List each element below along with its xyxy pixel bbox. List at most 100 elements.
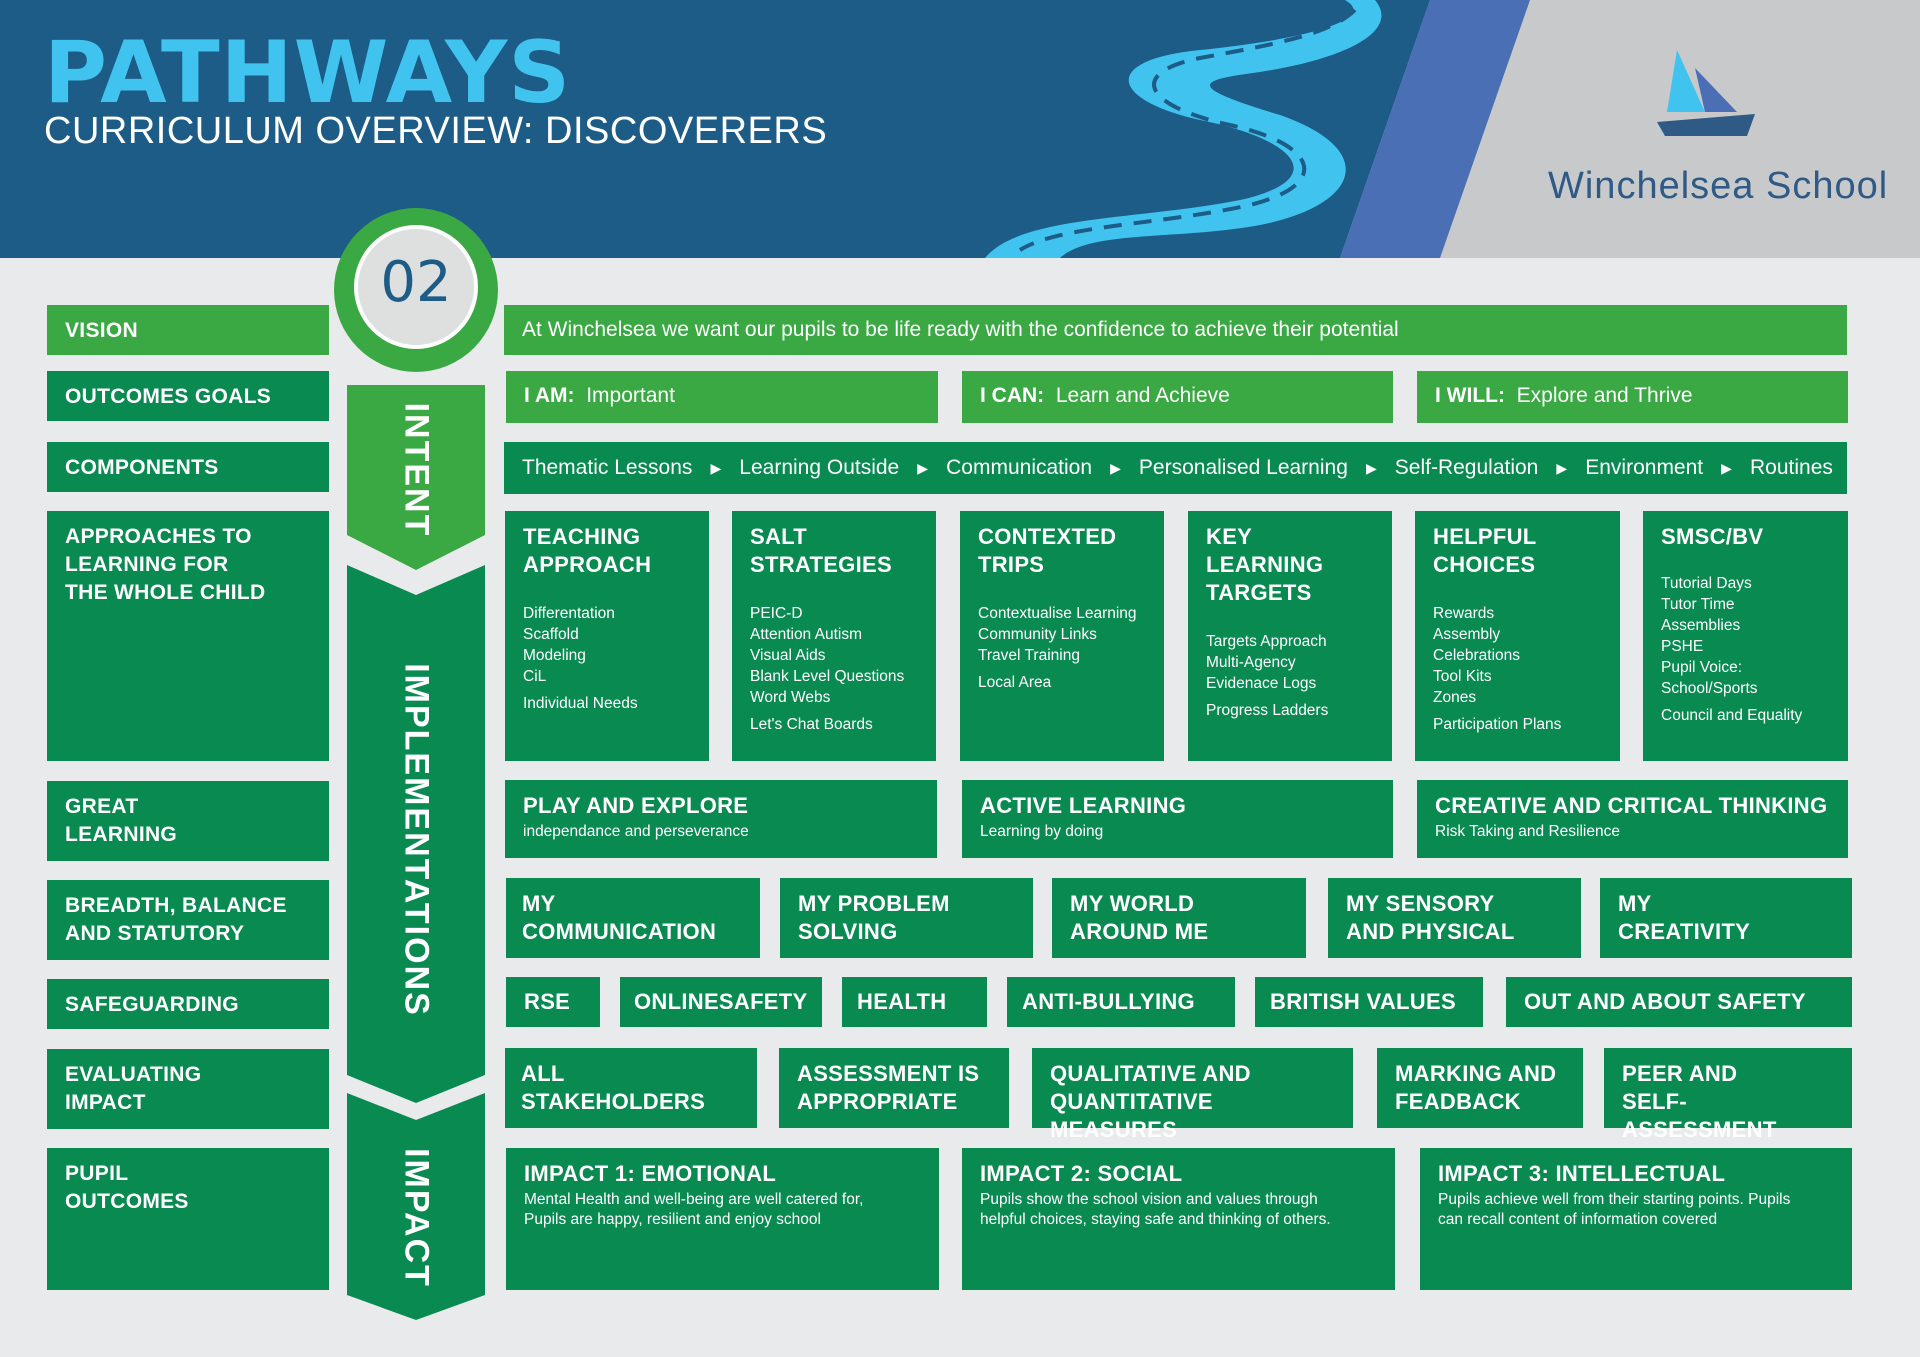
spine-label-intent: INTENT — [397, 402, 436, 538]
safeguarding-item: RSE — [506, 977, 600, 1027]
safeguarding-item: ANTI-BULLYING — [1007, 977, 1235, 1027]
card-title: SOLVING — [798, 919, 898, 944]
card-subtitle: Mental Health and well-being are well ca… — [524, 1191, 864, 1208]
card-subtitle: can recall content of information covere… — [1438, 1211, 1718, 1228]
card-title: MY — [1618, 891, 1652, 916]
card-item: CiL — [523, 668, 547, 685]
card-item: Council and Equality — [1661, 707, 1803, 724]
component-item: Thematic Lessons — [522, 456, 693, 479]
vision-statement: At Winchelsea we want our pupils to be l… — [504, 305, 1847, 355]
card-item: School/Sports — [1661, 680, 1758, 697]
label-outcomes-goals: OUTCOMES GOALS — [47, 371, 329, 421]
evaluating-card: PEER AND SELF-ASSESSMENT — [1604, 1048, 1852, 1142]
card-subtitle: Risk Taking and Resilience — [1435, 823, 1620, 840]
spine-label-impact: IMPACT — [397, 1148, 436, 1288]
outcome-i-am: I AM: Important — [506, 371, 938, 423]
label-components: COMPONENTS — [47, 442, 329, 492]
breadth-card: MY CREATIVITY — [1600, 878, 1852, 958]
card-title: CHOICES — [1433, 552, 1536, 577]
evaluating-card: MARKING AND FEADBACK — [1377, 1048, 1583, 1128]
card-title: SELF-ASSESSMENT — [1622, 1089, 1777, 1142]
outcome-value: Important — [586, 384, 675, 407]
approach-card: SALT STRATEGIES PEIC-D Attention Autism … — [732, 511, 936, 761]
card-title: MY — [522, 891, 556, 916]
card-item: Progress Ladders — [1206, 702, 1329, 719]
component-item: Routines — [1750, 456, 1833, 479]
safeguarding-item: BRITISH VALUES — [1255, 977, 1483, 1027]
card-title: TEACHING — [523, 524, 641, 549]
great-learning-card: PLAY AND EXPLORE independance and persev… — [505, 780, 937, 858]
card-item: Differentation — [523, 605, 615, 622]
impact-card: IMPACT 2: SOCIAL Pupils show the school … — [962, 1148, 1395, 1290]
card-item: Contextualise Learning — [978, 605, 1137, 622]
label-line: IMPACT — [65, 1091, 146, 1114]
component-item: Learning Outside — [739, 456, 900, 479]
card-title: CREATIVE AND CRITICAL THINKING — [1435, 793, 1828, 818]
great-learning-card: ACTIVE LEARNING Learning by doing — [962, 780, 1393, 858]
card-title: QUALITATIVE AND — [1050, 1061, 1251, 1086]
arrow-right-icon: ▶ — [1556, 459, 1568, 476]
evaluating-card: ASSESSMENT IS APPROPRIATE — [779, 1048, 1009, 1128]
header-background — [0, 0, 1920, 258]
card-title: ASSESSMENT IS — [797, 1061, 980, 1086]
approach-card: SMSC/BV Tutorial Days Tutor Time Assembl… — [1643, 511, 1848, 761]
card-title: AND PHYSICAL — [1346, 919, 1515, 944]
card-item: Celebrations — [1433, 647, 1521, 664]
breadth-card: MY SENSORY AND PHYSICAL — [1328, 878, 1581, 958]
approach-card: CONTEXTED TRIPS Contextualise Learning C… — [960, 511, 1164, 761]
card-subtitle: helpful choices, staying safe and thinki… — [980, 1211, 1331, 1228]
card-title: TARGETS — [1206, 580, 1312, 605]
great-learning-card: CREATIVE AND CRITICAL THINKING Risk Taki… — [1417, 780, 1848, 858]
card-title: MARKING AND — [1395, 1061, 1557, 1086]
arrow-right-icon: ▶ — [1110, 459, 1121, 476]
safeguarding-item: OUT AND ABOUT SAFETY — [1506, 977, 1852, 1027]
sailboat-logo-icon — [1657, 50, 1755, 136]
spine-label-implementations: IMPLEMENTATIONS — [397, 663, 436, 1017]
card-title: TRIPS — [978, 552, 1045, 577]
label-line: LEARNING FOR — [65, 553, 229, 576]
card-title: QUANTITATIVE MEASURES — [1050, 1089, 1213, 1142]
component-item: Communication — [946, 456, 1093, 479]
impact-card: IMPACT 3: INTELLECTUAL Pupils achieve we… — [1420, 1148, 1852, 1290]
outcome-key: I WILL: — [1435, 384, 1505, 407]
card-subtitle: Pupils are happy, resilient and enjoy sc… — [524, 1211, 821, 1228]
outcome-key: I AM: — [524, 384, 575, 407]
card-title: MY PROBLEM — [798, 891, 950, 916]
label-line: LEARNING — [65, 823, 178, 846]
label-line: AND STATUTORY — [65, 922, 245, 945]
approach-card: KEY LEARNING TARGETS Targets Approach Mu… — [1188, 511, 1392, 761]
card-title: HELPFUL — [1433, 524, 1537, 549]
label-great-learning: GREAT LEARNING — [47, 781, 329, 861]
evaluating-card: QUALITATIVE AND QUANTITATIVE MEASURES — [1032, 1048, 1353, 1142]
card-item: Individual Needs — [523, 695, 638, 712]
card-title: ALL STAKEHOLDERS — [521, 1061, 706, 1114]
card-item: Tutor Time — [1661, 596, 1735, 613]
card-item: Assembly — [1433, 626, 1501, 643]
card-item: Community Links — [978, 626, 1097, 643]
evaluating-card: ALL STAKEHOLDERS — [505, 1048, 757, 1128]
card-item: Local Area — [978, 674, 1052, 691]
card-item: Tool Kits — [1433, 668, 1492, 685]
card-item: Scaffold — [523, 626, 579, 643]
card-title: KEY LEARNING — [1206, 524, 1324, 577]
card-title: COMMUNICATION — [522, 919, 717, 944]
card-title: CREATIVITY — [1618, 919, 1751, 944]
label-line: APPROACHES TO — [65, 525, 252, 548]
component-item: Self-Regulation — [1394, 456, 1539, 479]
card-item: Evidenace Logs — [1206, 675, 1317, 692]
card-subtitle: Pupils show the school vision and values… — [980, 1191, 1318, 1208]
outcome-i-can: I CAN: Learn and Achieve — [962, 371, 1393, 423]
arrow-right-icon: ▶ — [917, 459, 929, 476]
label-pupil-outcomes: PUPIL OUTCOMES — [47, 1148, 329, 1290]
safeguarding-item: HEALTH — [842, 977, 987, 1027]
card-item: Visual Aids — [750, 647, 826, 664]
label-evaluating: EVALUATING IMPACT — [47, 1049, 329, 1129]
components-row: Thematic Lessons ▶ Learning Outside ▶ Comm… — [504, 442, 1847, 494]
card-item: Zones — [1433, 689, 1477, 706]
breadth-card: MY WORLD AROUND ME — [1052, 878, 1306, 958]
card-item: Tutorial Days — [1661, 575, 1752, 592]
safeguarding-item: ONLINESAFETY — [620, 977, 822, 1027]
card-title: CONTEXTED — [978, 524, 1117, 549]
label-line: PUPIL — [65, 1162, 129, 1185]
label-line: BREADTH, BALANCE — [65, 894, 287, 917]
